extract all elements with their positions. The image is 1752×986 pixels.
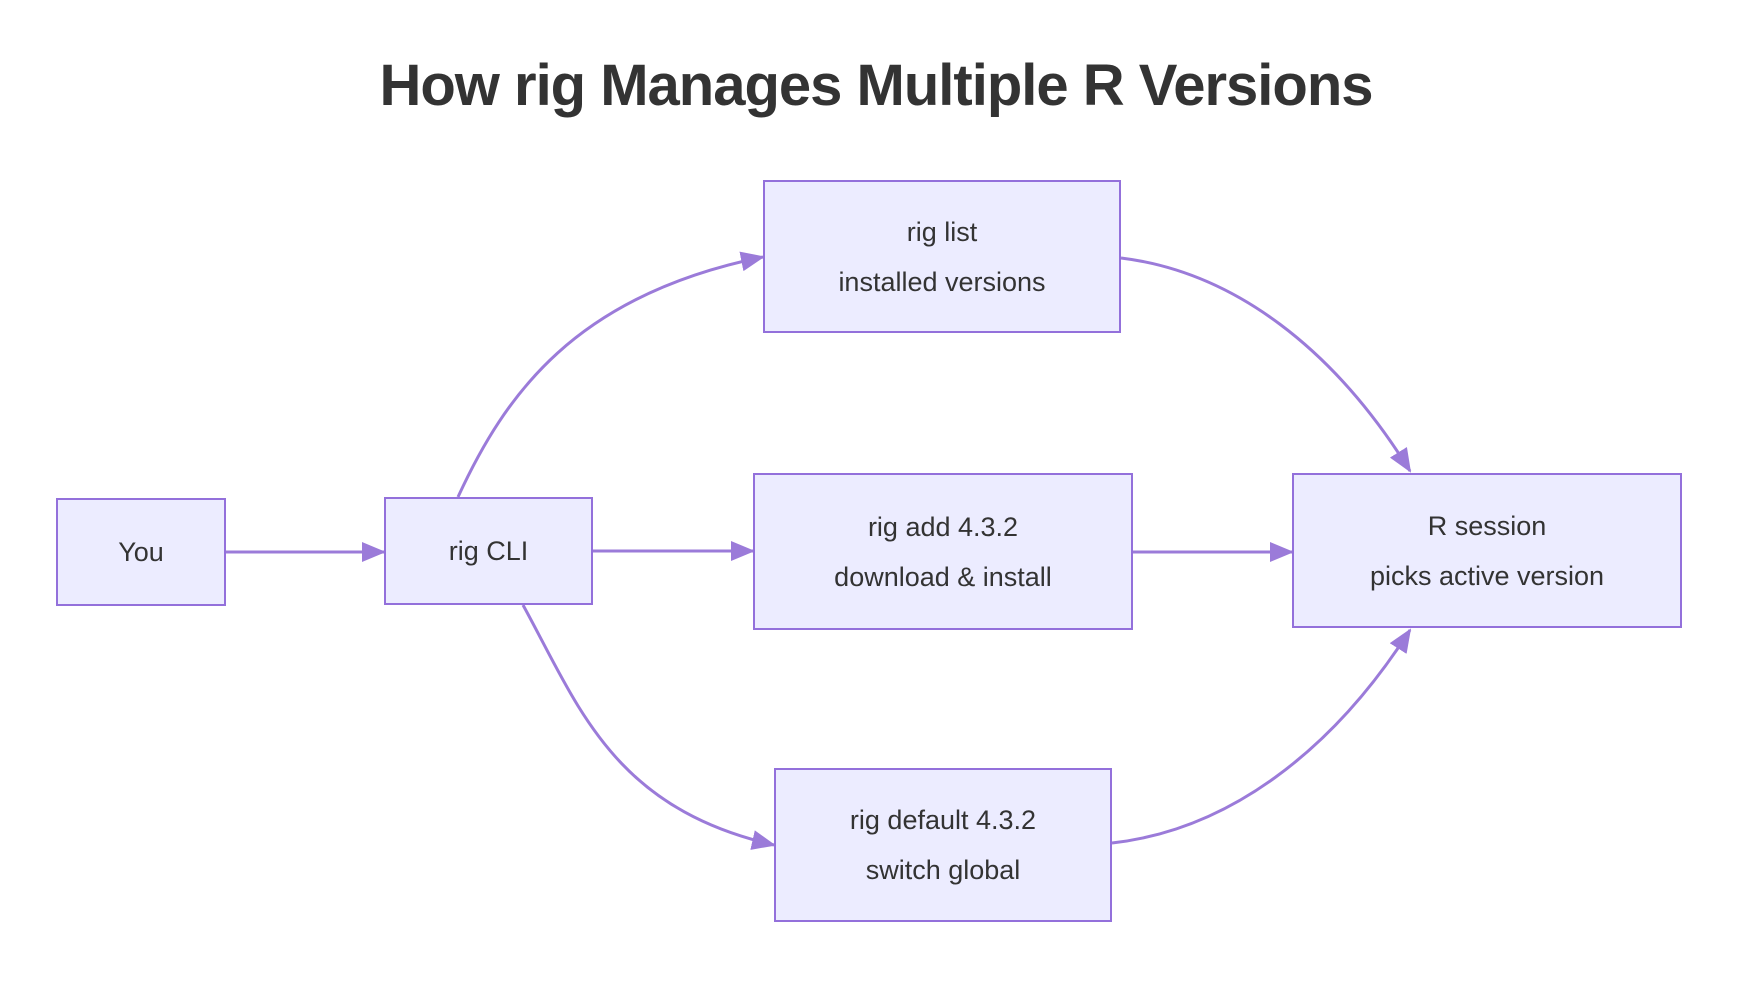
node-rig-cli: rig CLI xyxy=(384,497,593,605)
node-r-session-line2: picks active version xyxy=(1369,560,1605,591)
node-rig-list-line1: rig list xyxy=(906,216,978,247)
node-you-label: You xyxy=(118,537,164,567)
node-rig-add: rig add 4.3.2 download & install xyxy=(753,473,1133,630)
node-rig-default: rig default 4.3.2 switch global xyxy=(774,768,1112,922)
node-rig-default-line2: switch global xyxy=(865,855,1021,885)
node-r-session: R session picks active version xyxy=(1292,473,1682,628)
node-rig-cli-label: rig CLI xyxy=(448,536,529,566)
node-you: You xyxy=(56,498,226,606)
edge-rig-cli-to-rig-list xyxy=(456,251,765,498)
diagram-title: How rig Manages Multiple R Versions xyxy=(379,53,1373,118)
node-rig-add-line2: download & install xyxy=(834,561,1052,592)
node-rig-add-line1: rig add 4.3.2 xyxy=(867,511,1019,542)
edge-rig-default-to-r-session xyxy=(1111,628,1412,845)
node-r-session-line1: R session xyxy=(1427,510,1547,541)
edge-rig-list-to-r-session xyxy=(1120,256,1412,473)
edge-rig-cli-to-rig-default xyxy=(521,604,776,850)
node-rig-default-line1: rig default 4.3.2 xyxy=(849,805,1037,835)
node-rig-list-line2: installed versions xyxy=(838,266,1046,297)
node-rig-list: rig list installed versions xyxy=(763,180,1121,333)
